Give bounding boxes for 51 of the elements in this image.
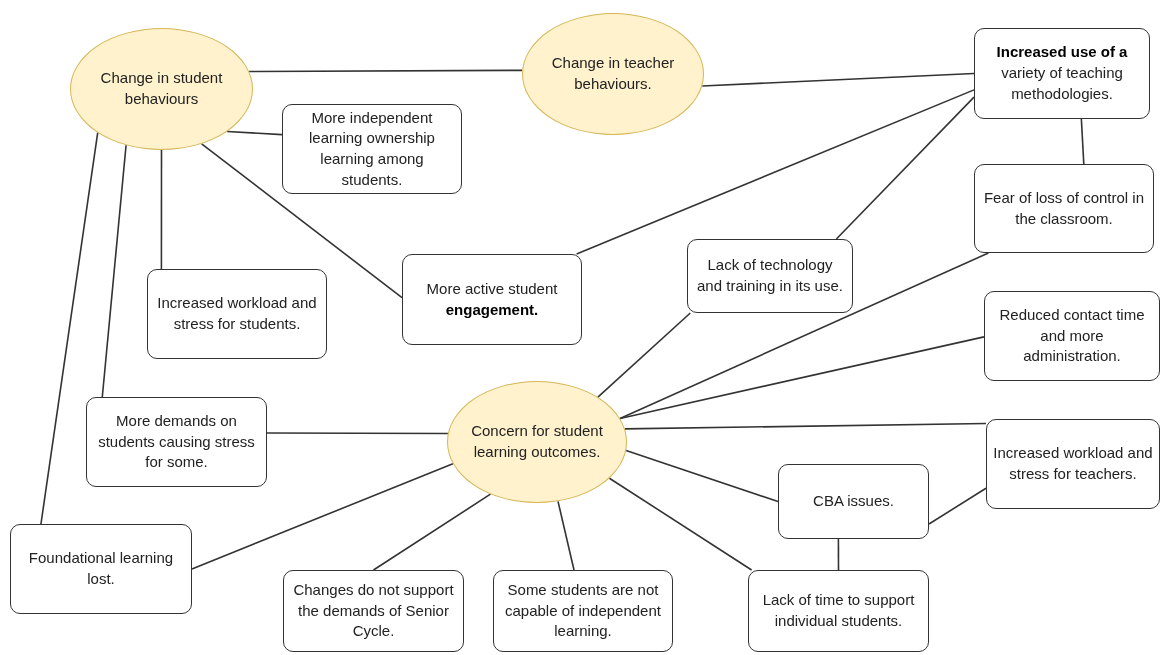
connector-line bbox=[701, 72, 975, 87]
note-box bbox=[986, 419, 1160, 509]
connector-line bbox=[625, 449, 779, 503]
node-label: Concern for student learning outcomes. bbox=[470, 421, 604, 462]
note-box bbox=[147, 269, 327, 359]
connector-line bbox=[624, 422, 987, 430]
note-box bbox=[402, 254, 582, 345]
node-label: Reduced contact time and more administration. bbox=[998, 304, 1146, 367]
connector-line bbox=[835, 96, 975, 240]
node-label: Increased use of a variety of teaching methodologies. bbox=[995, 42, 1129, 104]
connector-line bbox=[597, 312, 692, 398]
node-label: Lack of technology and training in its use. bbox=[696, 255, 844, 296]
note-box bbox=[282, 104, 462, 194]
note-box bbox=[86, 397, 267, 487]
node-label: Changes do not support the demands of Senior Cycle. bbox=[292, 579, 455, 642]
note-box bbox=[283, 570, 464, 652]
note-box bbox=[974, 164, 1154, 253]
connector-line bbox=[40, 131, 99, 525]
note-box bbox=[748, 570, 929, 652]
node-label: CBA issues. bbox=[813, 491, 894, 512]
node-label: Change in student behaviours bbox=[99, 68, 224, 109]
connector-line bbox=[266, 432, 449, 435]
node-label: More demands on students causing stress for some. bbox=[97, 410, 256, 473]
connector-line bbox=[160, 149, 163, 270]
node-label: Increased workload and stress for students. bbox=[156, 293, 318, 334]
connector-line bbox=[575, 89, 975, 255]
note-box bbox=[493, 570, 673, 652]
node-label: Foundational learning lost. bbox=[27, 548, 175, 589]
connector-line bbox=[226, 130, 283, 136]
connector-line bbox=[619, 252, 990, 420]
node-label: More active student engagement. bbox=[425, 278, 559, 320]
connector-line bbox=[191, 462, 454, 570]
connector-line bbox=[608, 477, 753, 571]
node-label: Lack of time to support individual students. bbox=[761, 590, 916, 631]
note-box bbox=[778, 464, 929, 539]
connector-line bbox=[1080, 118, 1085, 165]
node-label: Some students are not capable of independent learning. bbox=[504, 579, 662, 642]
note-box bbox=[974, 28, 1150, 119]
node-label: Fear of loss of control in the classroom. bbox=[982, 187, 1146, 229]
node-label: More independent learning ownership learning among students. bbox=[308, 107, 436, 190]
node-label: Change in teacher behaviours. bbox=[550, 53, 676, 94]
connector-line bbox=[200, 143, 403, 299]
note-box bbox=[10, 524, 192, 614]
note-box bbox=[984, 291, 1160, 381]
connector-line bbox=[837, 538, 840, 571]
connector-line bbox=[248, 69, 523, 73]
connector-line bbox=[372, 493, 492, 571]
connector-line bbox=[928, 487, 987, 525]
node-label: Increased workload and stress for teachers. bbox=[993, 443, 1153, 484]
connector-line bbox=[101, 144, 127, 398]
note-box bbox=[687, 239, 853, 313]
